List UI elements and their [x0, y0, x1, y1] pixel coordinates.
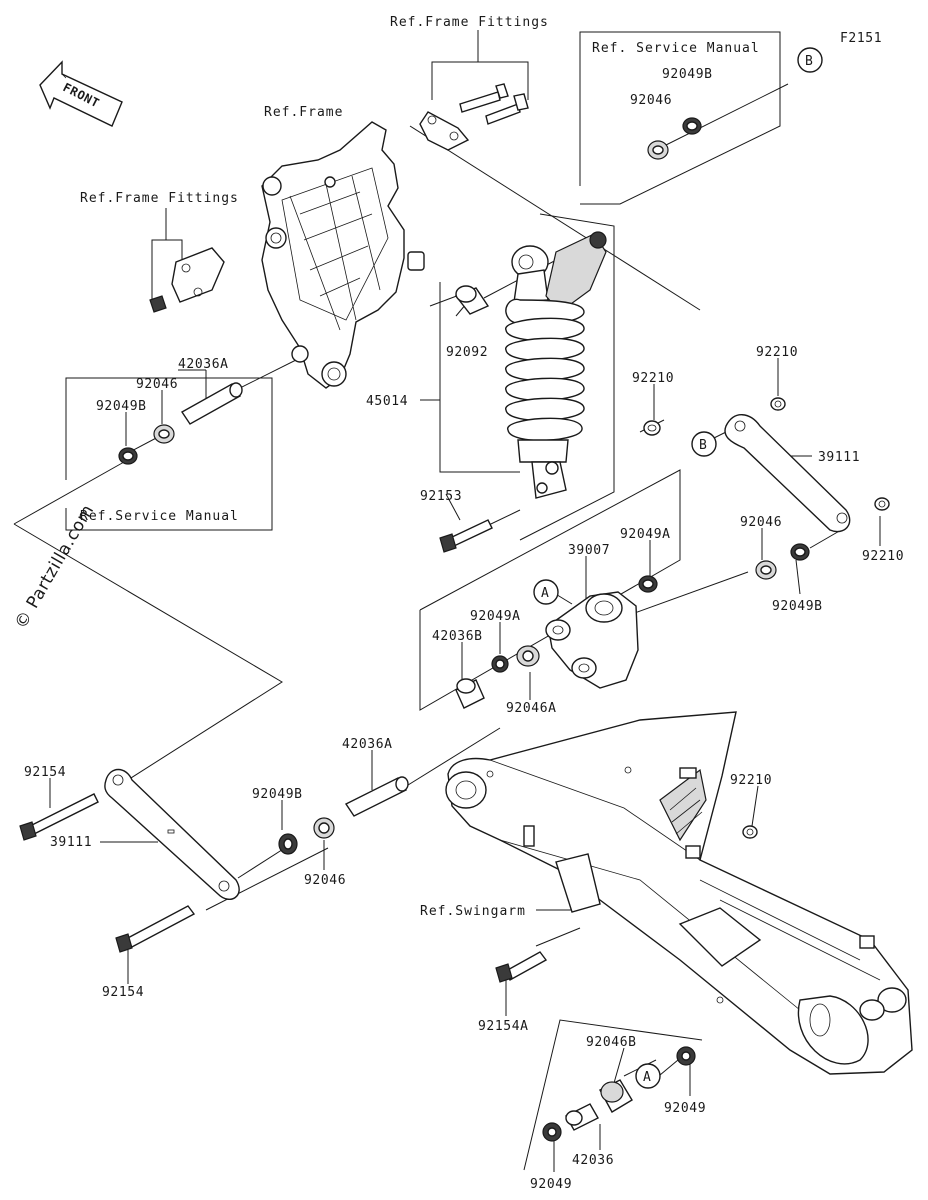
- tie-rod-39111-left: [104, 768, 240, 900]
- label-42036: 42036: [572, 1153, 614, 1168]
- label-92049B-low: 92049B: [252, 787, 303, 802]
- label-92046B: 92046B: [586, 1035, 637, 1050]
- label-42036B: 42036B: [432, 629, 483, 644]
- label-92046-top: 92046: [630, 93, 672, 108]
- frame-bracket: [261, 121, 425, 389]
- label-92049-right: 92049: [664, 1101, 706, 1116]
- label-92049A-b: 92049A: [470, 609, 521, 624]
- label-92046-right: 92046: [740, 515, 782, 530]
- ref-service-manual-left: Ref.Service Manual: [80, 509, 239, 524]
- label-92154A: 92154A: [478, 1019, 529, 1034]
- svg-text:A: A: [541, 586, 549, 601]
- collar-42036: [565, 1103, 599, 1131]
- ref-frame-fittings-top: Ref.Frame Fittings: [390, 15, 549, 30]
- bearing-92046-left: [153, 424, 175, 444]
- collar-42036A-mid: [344, 776, 409, 817]
- ring-92049B-low: [278, 833, 298, 855]
- label-92049A-a: 92049A: [620, 527, 671, 542]
- label-92210-link: 92210: [756, 345, 798, 360]
- label-92046A: 92046A: [506, 701, 557, 716]
- bearing-92046B: [599, 1079, 633, 1113]
- bolt-92154-top: [19, 793, 99, 841]
- frame-fitting-plate-left: [149, 247, 225, 313]
- label-45014: 45014: [366, 394, 408, 409]
- collar-42036B: [455, 678, 485, 709]
- marker-a-swing: A: [635, 1063, 661, 1089]
- frame-fitting-plate-top: [419, 83, 529, 151]
- label-92046-low: 92046: [304, 873, 346, 888]
- rocker-arm-39007: [545, 591, 639, 689]
- ring-92049A-a: [638, 575, 658, 593]
- marker-b-top: B: [797, 47, 823, 73]
- label-92049B-right: 92049B: [772, 599, 823, 614]
- label-92049B-top: 92049B: [662, 67, 713, 82]
- shock-absorber: [505, 231, 607, 499]
- label-42036A-left: 42036A: [178, 357, 229, 372]
- label-92049B-left: 92049B: [96, 399, 147, 414]
- label-92049-bottom: 92049: [530, 1177, 572, 1192]
- label-92092: 92092: [446, 345, 488, 360]
- nut-92210-link: [770, 397, 786, 411]
- label-42036A-mid: 42036A: [342, 737, 393, 752]
- ref-swingarm: Ref.Swingarm: [420, 904, 526, 919]
- ref-frame-fittings-left: Ref.Frame Fittings: [80, 191, 239, 206]
- nut-92210-mid: [643, 420, 661, 436]
- bearing-92046-right: [755, 560, 777, 580]
- label-92046-left: 92046: [136, 377, 178, 392]
- diagram-id: F2151: [840, 31, 882, 46]
- ring-92049B-left: [118, 447, 138, 465]
- bearing-92046A: [516, 645, 540, 667]
- label-39111-right: 39111: [818, 450, 860, 465]
- bolt-92154-bottom: [115, 905, 196, 953]
- label-92210-mid: 92210: [632, 371, 674, 386]
- swingarm: [445, 711, 913, 1075]
- marker-a-rocker: A: [533, 579, 559, 605]
- bearing-92046-low: [313, 817, 335, 839]
- label-92154-bottom: 92154: [102, 985, 144, 1000]
- svg-text:B: B: [805, 54, 813, 69]
- label-92154-top: 92154: [24, 765, 66, 780]
- front-arrow-icon: FRONT: [39, 60, 123, 127]
- collar-92092: [454, 285, 490, 315]
- ring-92049-bottom: [542, 1122, 562, 1142]
- label-39111-left: 39111: [50, 835, 92, 850]
- label-39007: 39007: [568, 543, 610, 558]
- svg-text:A: A: [643, 1070, 651, 1085]
- ring-92049B-right: [790, 543, 810, 561]
- tie-rod-39111-right: [724, 414, 851, 533]
- nut-92210-swing: [742, 825, 758, 839]
- ref-service-manual-top: Ref. Service Manual: [592, 41, 760, 56]
- label-92210-swing: 92210: [730, 773, 772, 788]
- collar-42036A-left: [180, 382, 243, 425]
- svg-text:B: B: [699, 438, 707, 453]
- ring-92049A-b: [491, 655, 509, 673]
- ref-frame: Ref.Frame: [264, 105, 343, 120]
- ring-92049B-top: [682, 117, 702, 135]
- label-92210-right: 92210: [862, 549, 904, 564]
- bolt-92153: [439, 519, 493, 553]
- bearing-92046-top: [647, 140, 669, 160]
- label-92153: 92153: [420, 489, 462, 504]
- nut-92210-right: [874, 497, 890, 511]
- marker-b-link: B: [691, 431, 717, 457]
- bolt-92154A: [495, 951, 548, 983]
- ring-92049-right: [676, 1046, 696, 1066]
